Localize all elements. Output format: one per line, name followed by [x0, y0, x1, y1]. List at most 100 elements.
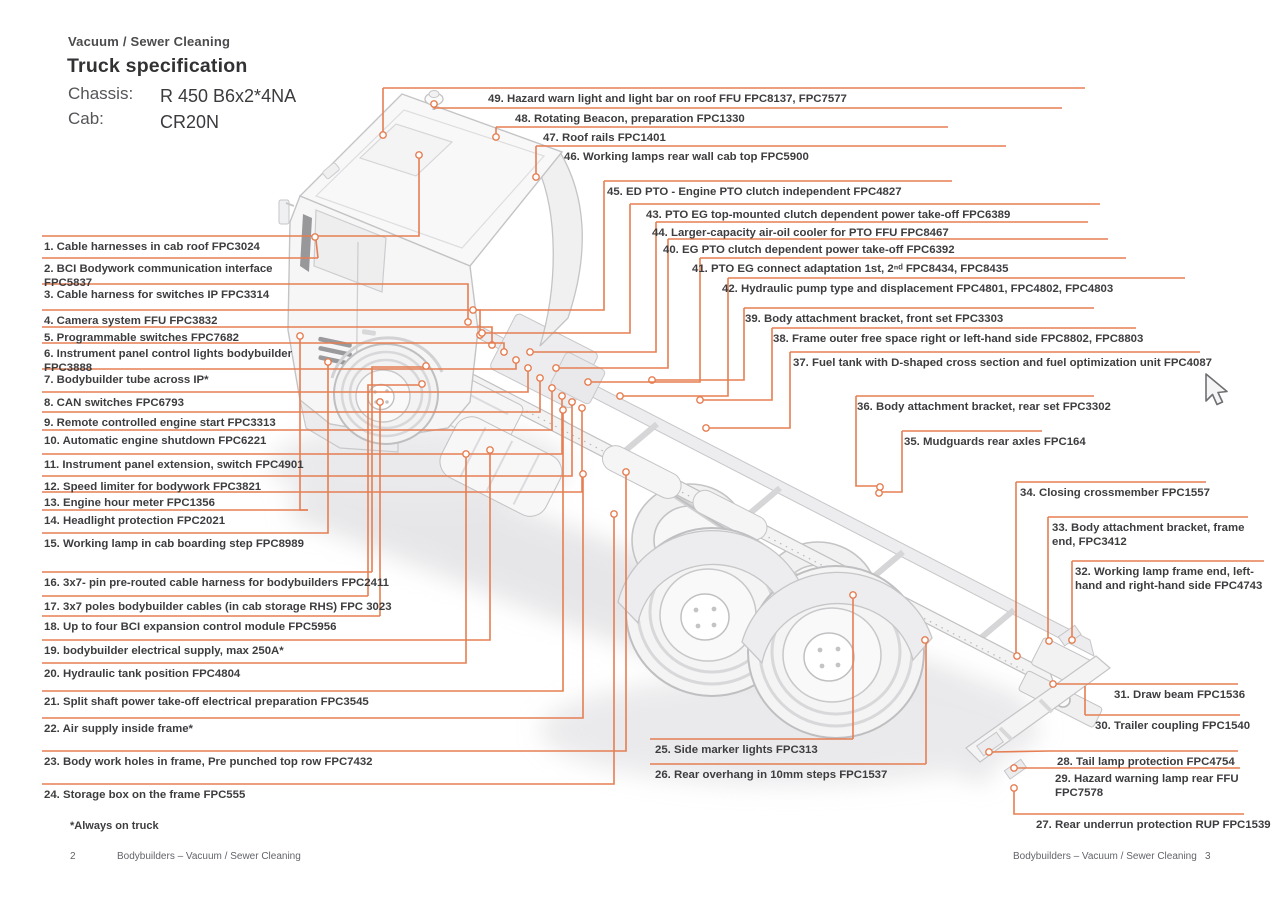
callout-14: 14. Headlight protection FPC2021: [44, 515, 226, 527]
callout-23: 23. Body work holes in frame, Pre punche…: [44, 756, 373, 768]
leader-connector-6: [320, 342, 505, 350]
leader-dot-37: [702, 424, 710, 432]
leader-connector-4: [308, 309, 481, 333]
callout-45: 45. ED PTO - Engine PTO clutch independe…: [607, 186, 902, 198]
leader-dot-21: [559, 406, 567, 414]
callout-7: 7. Bodybuilder tube across IP*: [44, 374, 209, 386]
callout-28: 28. Tail lamp protection FPC4754: [1057, 756, 1235, 768]
callout-9: 9. Remote controlled engine start FPC331…: [44, 417, 276, 429]
leader-connector-42: [622, 278, 729, 397]
leader-dot-36: [876, 483, 884, 491]
leader-dot-25: [849, 591, 857, 599]
leader-connector-44: [532, 222, 657, 353]
callout-30: 30. Trailer coupling FPC1540: [1095, 720, 1251, 732]
leader-dot-32: [1068, 636, 1076, 644]
callout-47: 47. Roof rails FPC1401: [543, 132, 666, 144]
callout-27: 27. Rear underrun protection RUP FPC1539: [1036, 819, 1271, 831]
leader-dot-9: [536, 374, 544, 382]
leader-dot-6: [500, 348, 508, 356]
leader-dot-15: [324, 358, 332, 366]
leader-dot-12: [568, 398, 576, 406]
leader-dot-29: [1010, 764, 1018, 772]
callout-35: 35. Mudguards rear axles FPC164: [904, 436, 1086, 448]
cab-label: Cab:: [68, 109, 104, 128]
leader-connector-5: [312, 326, 493, 343]
leader-connector-19: [348, 452, 491, 641]
leader-dot-45: [469, 306, 477, 314]
callout-34: 34. Closing crossmember FPC1557: [1020, 487, 1210, 499]
leader-dot-34: [1013, 652, 1021, 660]
callout-25: 25. Side marker lights FPC313: [655, 744, 818, 756]
callout-5: 5. Programmable switches FPC7682: [44, 332, 239, 344]
callout-3: 3. Cable harness for switches IP FPC3314: [44, 289, 270, 301]
leader-connector-15: [312, 364, 329, 534]
leader-dot-3: [464, 318, 472, 326]
callout-10: 10. Automatic engine shutdown FPC6221: [44, 435, 267, 447]
footer-text-right: Bodybuilders – Vacuum / Sewer Cleaning: [1013, 851, 1197, 862]
callout-11: 11. Instrument panel extension, switch F…: [44, 459, 304, 471]
leader-dot-42: [616, 392, 624, 400]
leader-connector-1: [310, 157, 420, 237]
callout-33: 33. Body attachment bracket, frame end, …: [1052, 522, 1245, 549]
callout-31: 31. Draw beam FPC1536: [1114, 689, 1246, 701]
leader-dot-2: [311, 233, 319, 241]
leader-connector-12: [314, 400, 573, 477]
callout-32: 32. Working lamp frame end, left-hand an…: [1075, 566, 1263, 593]
page-title: Truck specification: [67, 55, 248, 77]
leader-dot-33: [1045, 637, 1053, 645]
leader-dot-20: [462, 450, 470, 458]
leader-dot-38: [696, 396, 704, 404]
leader-connector-35: [882, 431, 903, 493]
leader-connector-13: [310, 406, 583, 493]
leader-connector-39: [654, 308, 745, 381]
leader-dot-22: [579, 470, 587, 478]
leader-connector-45: [475, 181, 605, 311]
callout-15: 15. Working lamp in cab boarding step FP…: [44, 538, 304, 550]
leader-dot-47: [492, 133, 500, 141]
footnote: *Always on truck: [70, 820, 159, 832]
leader-connector-8: [310, 366, 529, 393]
callout-43: 43. PTO EG top-mounted clutch dependent …: [646, 209, 1011, 221]
leader-dot-24: [610, 510, 618, 518]
leader-dot-26: [921, 636, 929, 644]
callout-24: 24. Storage box on the frame FPC555: [44, 789, 246, 801]
callout-19: 19. bodybuilder electrical supply, max 2…: [44, 645, 284, 657]
callout-17: 17. 3x7 poles bodybuilder cables (in cab…: [44, 601, 392, 613]
leader-connector-17: [367, 384, 420, 596]
leader-dot-23: [622, 468, 630, 476]
leader-dot-43: [478, 329, 486, 337]
callout-41: 41. PTO EG connect adaptation 1st, 2ⁿᵈ F…: [692, 263, 1009, 275]
leader-connector-27: [1013, 790, 1030, 815]
callout-38: 38. Frame outer free space right or left…: [773, 333, 1144, 345]
leader-connector-2: [315, 239, 319, 259]
callout-46: 46. Working lamps rear wall cab top FPC5…: [564, 151, 809, 163]
callout-44: 44. Larger-capacity air-oil cooler for P…: [652, 227, 949, 239]
callout-13: 13. Engine hour meter FPC1356: [44, 497, 215, 509]
callout-8: 8. CAN switches FPC6793: [44, 397, 184, 409]
leader-dot-28: [985, 748, 993, 756]
callout-4: 4. Camera system FFU FPC3832: [44, 315, 218, 327]
callout-42: 42. Hydraulic pump type and displacement…: [722, 283, 1114, 295]
leader-connector-23: [380, 474, 627, 752]
leader-dot-40: [552, 364, 560, 372]
leader-dot-19: [486, 446, 494, 454]
leader-connector-36: [855, 396, 878, 487]
chassis-label: Chassis:: [68, 84, 134, 103]
leader-dot-14: [296, 332, 304, 340]
leader-dot-41: [584, 378, 592, 386]
leader-dot-44: [526, 348, 534, 356]
leader-dot-16: [422, 362, 430, 370]
leader-dot-13: [578, 404, 586, 412]
callout-49: 49. Hazard warn light and light bar on r…: [488, 93, 847, 105]
leader-dot-31: [1049, 680, 1057, 688]
callout-16: 16. 3x7- pin pre-routed cable harness fo…: [44, 577, 389, 589]
callout-6: 6. Instrument panel control lights bodyb…: [44, 348, 293, 375]
callout-1: 1. Cable harnesses in cab roof FPC3024: [44, 241, 260, 253]
leader-connector-41: [590, 258, 701, 383]
leader-connector-14: [299, 338, 308, 511]
category-heading: Vacuum / Sewer Cleaning: [68, 34, 231, 49]
callout-22: 22. Air supply inside frame*: [44, 723, 193, 735]
leader-connector-28: [991, 750, 1050, 753]
callout-12: 12. Speed limiter for bodywork FPC3821: [44, 481, 262, 493]
